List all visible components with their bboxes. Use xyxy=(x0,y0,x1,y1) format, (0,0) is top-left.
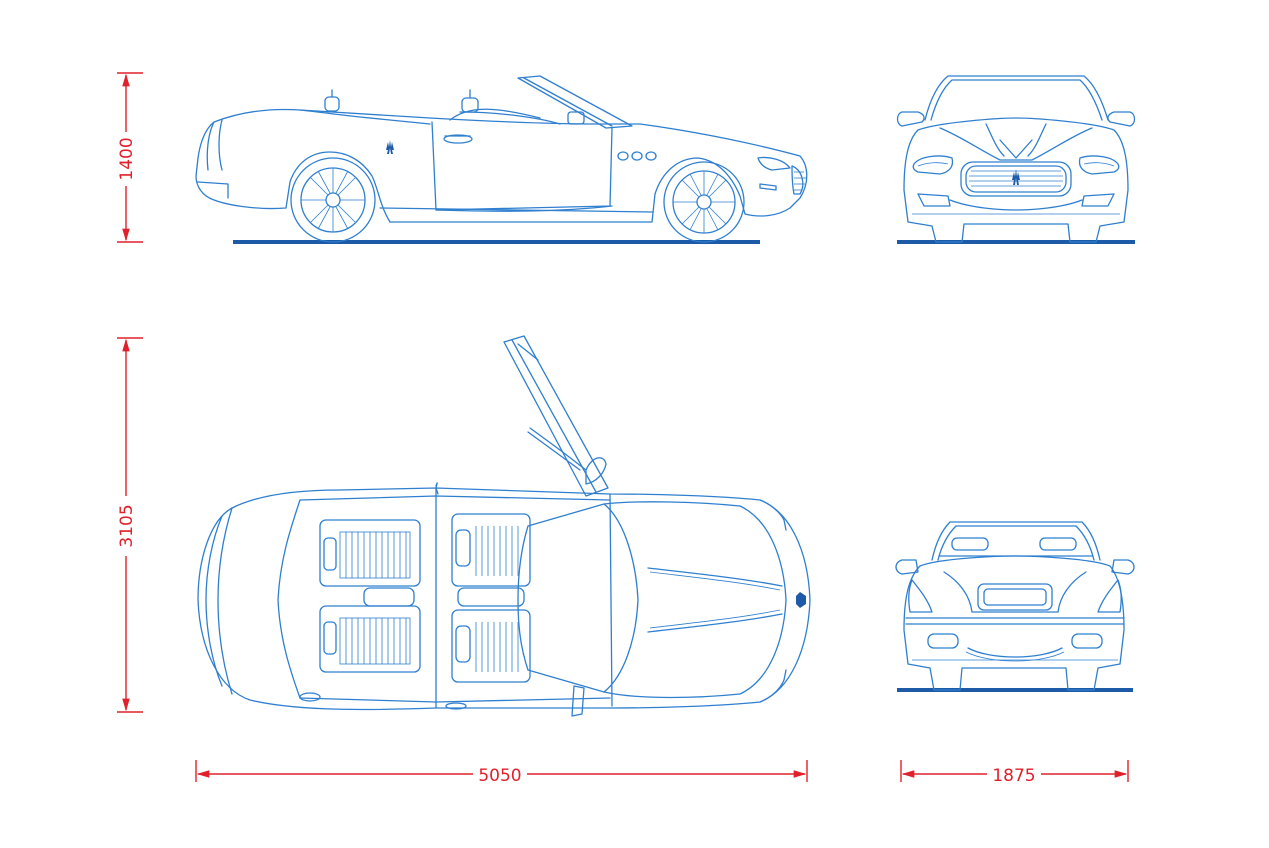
dimension-track-label: 1875 xyxy=(992,766,1035,786)
top-view-open-door xyxy=(503,335,609,497)
trident-logo-icon xyxy=(386,140,394,154)
side-view-front-wheel xyxy=(663,161,745,243)
trident-logo-icon xyxy=(1012,169,1020,185)
dimension-height-label: 1400 xyxy=(117,137,137,180)
rear-seats xyxy=(319,519,421,673)
dimension-track: 1875 xyxy=(900,760,1129,786)
rear-view xyxy=(895,521,1135,692)
dimension-width-label: 3105 xyxy=(117,504,137,547)
top-view xyxy=(197,335,811,717)
front-seats xyxy=(451,513,531,683)
dimension-length: 5050 xyxy=(195,760,808,786)
trident-logo-icon xyxy=(796,592,806,608)
side-view xyxy=(195,75,808,244)
side-view-rear-wheel xyxy=(290,157,376,243)
dimension-height: 1400 xyxy=(117,72,143,243)
dimension-length-label: 5050 xyxy=(478,766,521,786)
dimension-width: 3105 xyxy=(117,337,143,713)
front-view xyxy=(896,75,1136,244)
